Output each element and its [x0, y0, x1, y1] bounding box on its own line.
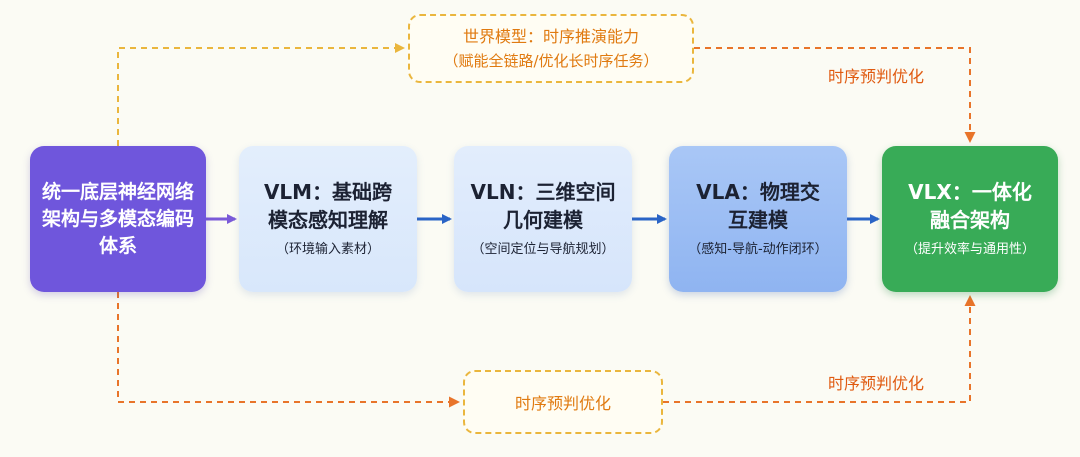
- node-vlm-title-line1: VLM：基础跨: [263, 180, 393, 204]
- edge-label-top-right: 时序预判优化: [828, 67, 925, 86]
- node-unified-architecture: 统一底层神经网络架构与多模态编码体系: [30, 146, 206, 292]
- node-vla-title-line2: 互建模: [727, 208, 788, 232]
- dashed-arrow-bottom-box-to-vlx: [663, 295, 976, 403]
- dashed-arrow-world-model-to-vlx: [694, 47, 976, 143]
- node-vlx: VLX：一体化 融合架构 （提升效率与通用性）: [882, 146, 1058, 292]
- node-unified-title: 统一底层神经网络架构与多模态编码体系: [42, 180, 195, 257]
- node-vlx-title-line2: 融合架构: [930, 208, 1010, 232]
- node-vlm-title-line2: 模态感知理解: [268, 208, 388, 232]
- temporal-prediction-box: 时序预判优化: [463, 370, 663, 434]
- node-vln-title-line1: VLN：三维空间: [470, 180, 616, 204]
- node-vln-title: VLN：三维空间 几何建模: [471, 178, 616, 234]
- node-vla-title: VLA：物理交 互建模: [696, 178, 820, 234]
- node-vlm: VLM：基础跨 模态感知理解 （环境输入素材）: [239, 146, 417, 292]
- node-vlx-subtitle: （提升效率与通用性）: [904, 242, 1035, 257]
- node-vln-subtitle: （空间定位与导航规划）: [471, 242, 615, 257]
- node-vla-subtitle: （感知-导航-动作闭环）: [688, 242, 828, 257]
- world-model-line2: （赋能全链路/优化长时序任务）: [443, 51, 659, 70]
- dashed-arrow-unified-to-world-model: [117, 43, 405, 146]
- node-vla: VLA：物理交 互建模 （感知-导航-动作闭环）: [669, 146, 847, 292]
- node-vlx-title-line1: VLX：一体化: [908, 180, 1032, 204]
- node-vln: VLN：三维空间 几何建模 （空间定位与导航规划）: [454, 146, 632, 292]
- node-vln-title-line2: 几何建模: [503, 208, 583, 232]
- temporal-prediction-box-label: 时序预判优化: [514, 394, 611, 413]
- world-model-box: 世界模型：时序推演能力 （赋能全链路/优化长时序任务）: [408, 14, 694, 83]
- dashed-arrow-unified-to-bottom-box: [117, 292, 460, 408]
- node-vlx-title: VLX：一体化 融合架构: [908, 178, 1032, 234]
- node-vla-title-line1: VLA：物理交: [696, 180, 820, 204]
- world-model-line1: 世界模型：时序推演能力: [462, 26, 639, 46]
- node-vlm-title: VLM：基础跨 模态感知理解: [264, 178, 392, 234]
- edge-label-bottom-right: 时序预判优化: [828, 374, 925, 393]
- node-vlm-subtitle: （环境输入素材）: [275, 242, 380, 257]
